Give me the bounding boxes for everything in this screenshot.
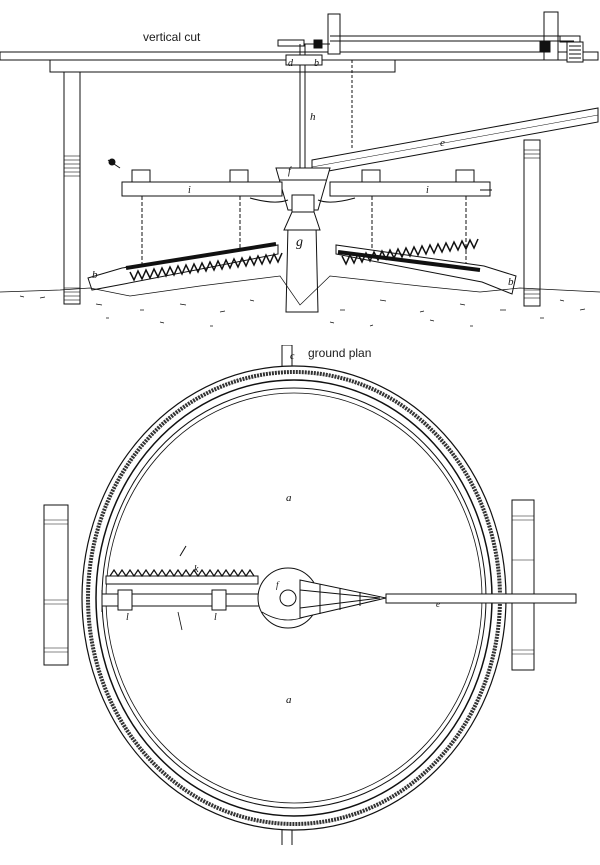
label-k: k (194, 564, 199, 575)
label-a-bottom: a (286, 694, 292, 706)
hopper-bearing (249, 167, 356, 214)
plan-rake-arm (101, 545, 263, 631)
label-b-left: b (92, 269, 98, 281)
label-h: h (310, 111, 316, 123)
central-shaft (285, 44, 323, 175)
label-l-left: l (126, 612, 129, 623)
vertical-cut-drawing: b b b d h e f g i i (0, 11, 600, 327)
bearing-block (283, 211, 321, 313)
label-c: c (290, 351, 295, 362)
label-a-top: a (286, 492, 292, 504)
label-b-right: b (508, 276, 514, 288)
plan-feed-chute (299, 579, 577, 619)
ground-plan-drawing: a a c k l l e f (43, 345, 577, 845)
label-i-left: i (188, 185, 191, 196)
label-e-plan: e (436, 599, 440, 609)
lever-mechanism (277, 11, 584, 63)
inclined-chute (311, 107, 599, 175)
label-e: e (440, 137, 445, 149)
vertical-cut-caption: vertical cut (143, 30, 201, 44)
frame-posts (63, 60, 541, 307)
label-i-right: i (426, 185, 429, 196)
ground-plan-caption: ground plan (308, 346, 372, 360)
label-d-top: d (288, 58, 294, 69)
label-f: f (288, 166, 292, 177)
label-g: g (296, 235, 303, 250)
suspension-rods (141, 196, 467, 270)
ground (0, 275, 600, 327)
label-l-mid: l (214, 612, 217, 623)
left-rake (87, 242, 283, 291)
right-rake (335, 238, 517, 295)
label-f-plan: f (276, 580, 280, 590)
rake-arms (107, 158, 492, 197)
label-b-top: b (314, 58, 319, 69)
